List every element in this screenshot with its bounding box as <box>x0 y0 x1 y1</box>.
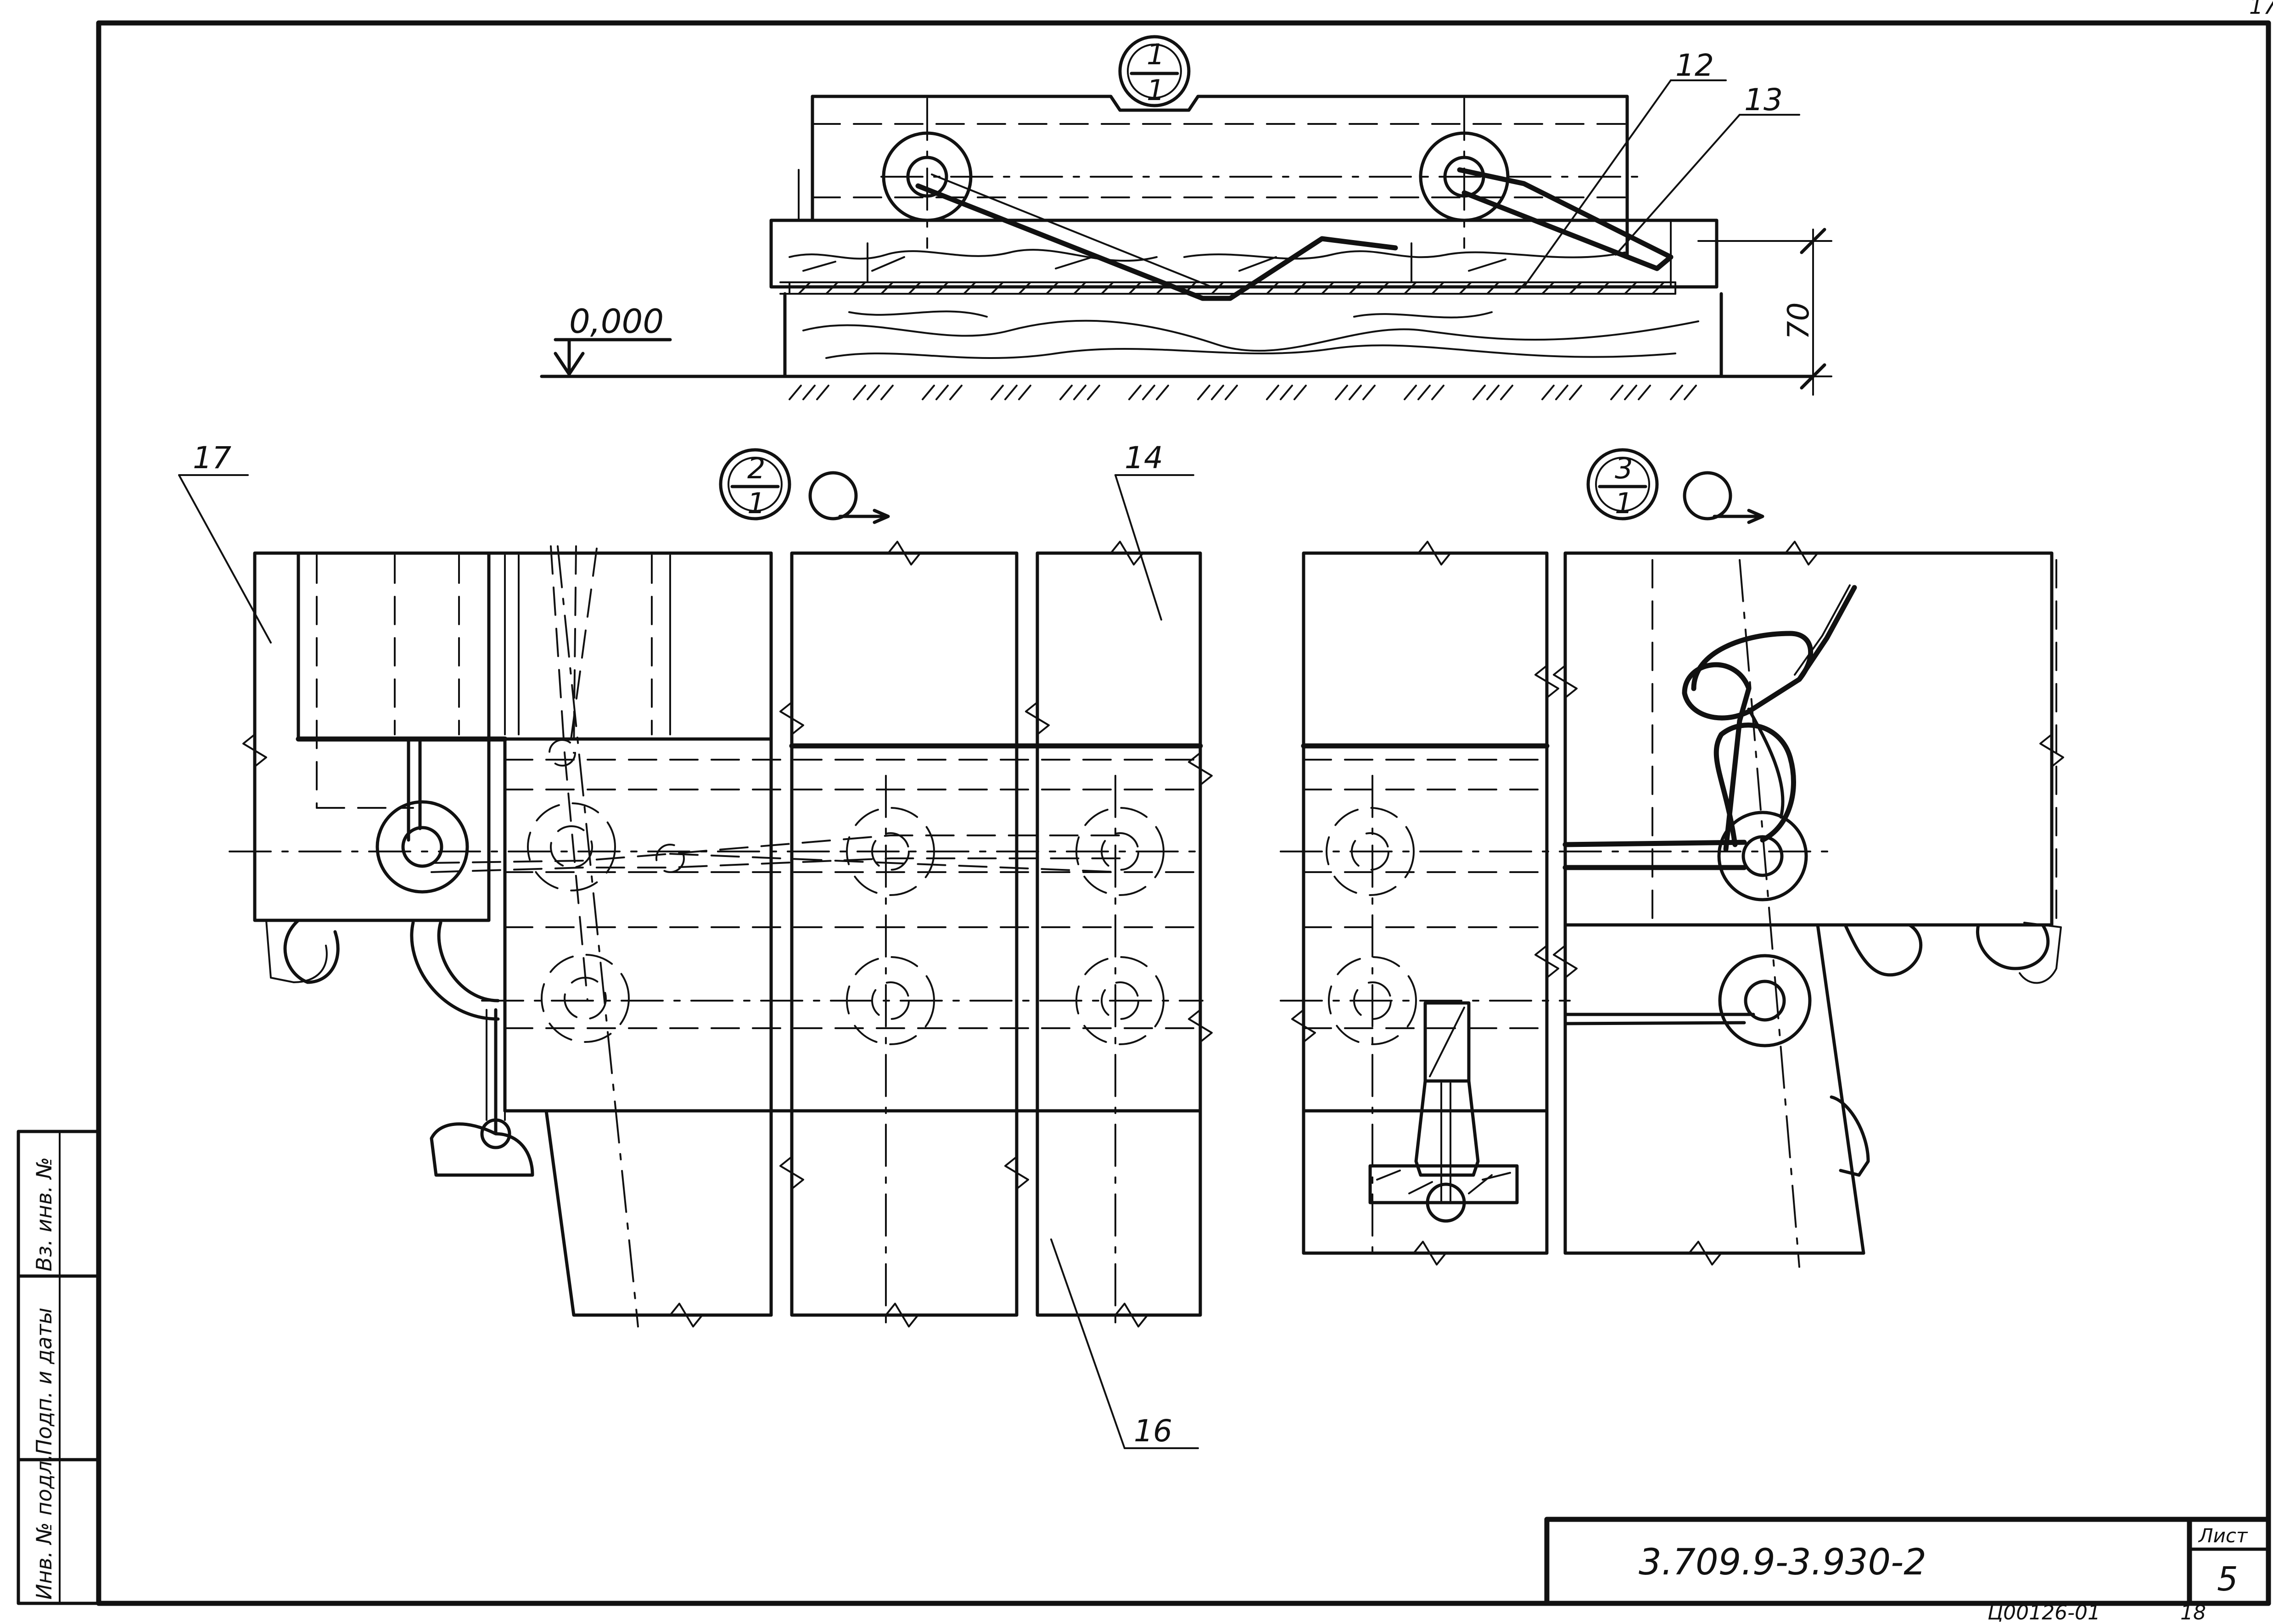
callout-14: 14 <box>1114 440 1194 621</box>
ground-hatch <box>789 385 1697 400</box>
outer-frame <box>96 20 2271 1606</box>
view-3-1: 3 1 <box>1280 448 2064 1268</box>
dimension-70: 70 <box>1697 228 1832 396</box>
callout-16: 16 <box>1050 1238 1199 1449</box>
section-1-1: 1 1 <box>540 35 1832 400</box>
callout-12: 12 <box>1523 48 1727 288</box>
callout-16-label: 16 <box>1134 1413 1172 1449</box>
sling-right <box>1457 167 1674 271</box>
dimension-value: 70 <box>1782 302 1816 340</box>
sheet-number: 5 <box>2217 1560 2238 1598</box>
level-value: 0,000 <box>569 302 664 341</box>
view-3-eye-upper <box>1717 811 1808 902</box>
drawing-designation: 3.709.9-3.930-2 <box>1639 1542 1926 1583</box>
view-3-top: 3 <box>1615 452 1633 485</box>
title-block: 3.709.9-3.930-2 Лист 5 <box>1544 1517 2271 1606</box>
callout-14-label: 14 <box>1125 440 1163 476</box>
view-3-bottom: 1 <box>1615 487 1633 520</box>
view-circle-2 <box>719 448 791 521</box>
page-number-top: 17 <box>2249 0 2273 19</box>
stamp-field-sign-date: Подп. и даты <box>32 1308 56 1455</box>
stamp-field-replace-inv: Вз. инв. № <box>32 1157 56 1271</box>
view-2-top: 2 <box>747 452 765 485</box>
sling-left <box>915 183 1398 301</box>
section-circle-1 <box>1118 35 1191 107</box>
left-stamp: Инв. № подл. Подп. и даты Вз. инв. № <box>17 1130 101 1605</box>
callout-13-label: 13 <box>1744 82 1783 118</box>
view-2-bottom: 1 <box>747 487 765 520</box>
view-2-1: 2 1 <box>178 440 1213 1449</box>
panel-17-eye <box>375 800 469 894</box>
bottom-archive-number: Ц00126-01 <box>1987 1601 2100 1622</box>
callout-13: 13 <box>1615 82 1800 256</box>
section-1-bottom: 1 <box>1147 73 1164 107</box>
sheet-label: Лист <box>2198 1524 2248 1547</box>
callout-12-label: 12 <box>1675 48 1714 83</box>
callout-17-label: 17 <box>193 440 231 476</box>
view-circle-3 <box>1586 448 1659 521</box>
stamp-field-inv-no: Инв. № подл. <box>32 1454 56 1600</box>
level-mark: 0,000 <box>554 302 672 376</box>
view-3-eye-lower <box>1718 954 1812 1047</box>
section-1-top: 1 <box>1147 38 1164 71</box>
callout-17: 17 <box>178 440 272 644</box>
bottom-page-number: 18 <box>2180 1601 2206 1622</box>
clamp <box>1368 1001 1519 1223</box>
